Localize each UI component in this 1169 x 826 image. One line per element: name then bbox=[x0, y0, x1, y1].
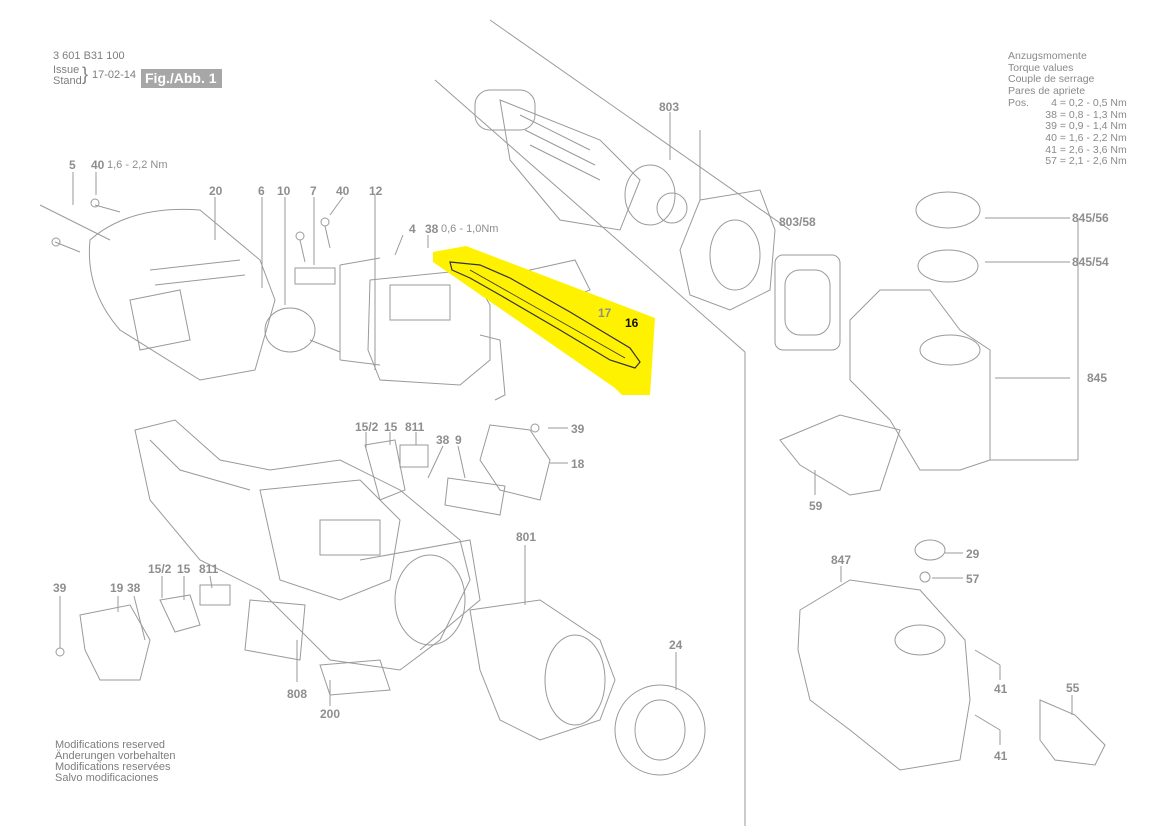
torque-row: 41 = 2,6 - 3,6 Nm bbox=[1045, 143, 1127, 156]
part-label-847[interactable]: 847 bbox=[831, 553, 852, 567]
part-label-41b[interactable]: 41 bbox=[994, 749, 1008, 763]
part-label-803-58[interactable]: 803/58 bbox=[779, 215, 816, 229]
part-label-808[interactable]: 808 bbox=[287, 687, 308, 701]
part-label-12[interactable]: 12 bbox=[369, 184, 383, 198]
part-label-15-2[interactable]: 15/2 bbox=[355, 420, 379, 434]
part-label-811b[interactable]: 811 bbox=[199, 562, 219, 576]
part-label-4[interactable]: 4 bbox=[409, 222, 416, 236]
part-label-29[interactable]: 29 bbox=[966, 547, 980, 561]
torque-row: 57 = 2,1 - 2,6 Nm bbox=[1045, 155, 1127, 168]
torque-row: 38 = 0,8 - 1,3 Nm bbox=[1045, 108, 1127, 121]
torque-note-38: 0,6 - 1,0Nm bbox=[441, 223, 499, 235]
torque-row: Pos.4 = 0,2 - 0,5 Nm bbox=[1008, 96, 1127, 109]
part-number: 3 601 B31 100 bbox=[53, 50, 125, 62]
part-label-38c[interactable]: 38 bbox=[127, 581, 141, 595]
torque-heading-en: Torque values bbox=[1008, 61, 1074, 74]
footer-line-de: Änderungen vorbehalten bbox=[55, 750, 176, 762]
part-label-15b[interactable]: 15 bbox=[177, 562, 191, 576]
torque-row: 39 = 0,9 - 1,4 Nm bbox=[1045, 120, 1127, 133]
pos-label: Pos. bbox=[1008, 96, 1030, 109]
issue-label: Issue bbox=[53, 64, 80, 76]
part-label-845-56[interactable]: 845/56 bbox=[1072, 211, 1109, 225]
part-label-18[interactable]: 18 bbox=[571, 457, 585, 471]
highlight-part-16 bbox=[433, 246, 655, 395]
part-label-6[interactable]: 6 bbox=[258, 184, 265, 198]
torque-heading-es: Pares de apriete bbox=[1008, 85, 1086, 98]
torque-heading-de: Anzugsmomente bbox=[1008, 50, 1087, 62]
part-label-801[interactable]: 801 bbox=[516, 530, 537, 544]
torque-row: 40 = 1,6 - 2,2 Nm bbox=[1045, 131, 1127, 144]
footer-line-es: Salvo modificaciones bbox=[55, 772, 159, 784]
brace-symbol: } bbox=[82, 64, 89, 84]
part-label-57[interactable]: 57 bbox=[966, 572, 980, 586]
part-label-811[interactable]: 811 bbox=[405, 420, 425, 434]
part-label-20[interactable]: 20 bbox=[209, 184, 223, 198]
part-label-9[interactable]: 9 bbox=[455, 433, 462, 447]
part-label-40b[interactable]: 40 bbox=[336, 184, 350, 198]
torque-values-table: Anzugsmomente Torque values Couple de se… bbox=[1008, 50, 1127, 168]
part-label-845[interactable]: 845 bbox=[1087, 371, 1108, 385]
part-label-803[interactable]: 803 bbox=[659, 100, 680, 114]
footer-line-fr: Modifications reservées bbox=[55, 761, 171, 773]
part-label-16[interactable]: 16 bbox=[625, 316, 639, 330]
part-label-5[interactable]: 5 bbox=[69, 158, 76, 172]
torque-heading-fr: Couple de serrage bbox=[1008, 73, 1095, 86]
footer-line-en: Modifications reserved bbox=[55, 739, 166, 751]
part-label-10[interactable]: 10 bbox=[277, 184, 291, 198]
part-label-17[interactable]: 17 bbox=[598, 306, 612, 320]
part-label-845-54[interactable]: 845/54 bbox=[1072, 255, 1109, 269]
part-label-39b[interactable]: 39 bbox=[53, 581, 67, 595]
date: 17-02-14 bbox=[92, 69, 137, 81]
part-label-59[interactable]: 59 bbox=[809, 499, 823, 513]
part-label-40[interactable]: 40 bbox=[91, 158, 105, 172]
part-label-39[interactable]: 39 bbox=[571, 422, 585, 436]
part-label-38[interactable]: 38 bbox=[425, 222, 439, 236]
part-label-41[interactable]: 41 bbox=[994, 682, 1008, 696]
part-label-15-2b[interactable]: 15/2 bbox=[148, 562, 172, 576]
part-label-7[interactable]: 7 bbox=[310, 184, 317, 198]
part-label-24[interactable]: 24 bbox=[669, 638, 683, 652]
part-label-55[interactable]: 55 bbox=[1066, 681, 1080, 695]
part-label-38b[interactable]: 38 bbox=[436, 433, 450, 447]
part-label-15[interactable]: 15 bbox=[384, 420, 398, 434]
torque-note-40: 1,6 - 2,2 Nm bbox=[107, 159, 168, 171]
part-label-19[interactable]: 19 bbox=[110, 581, 124, 595]
stand-label: Stand bbox=[53, 75, 82, 87]
part-label-200[interactable]: 200 bbox=[320, 707, 341, 721]
figure-label: Fig./Abb. 1 bbox=[141, 69, 222, 88]
